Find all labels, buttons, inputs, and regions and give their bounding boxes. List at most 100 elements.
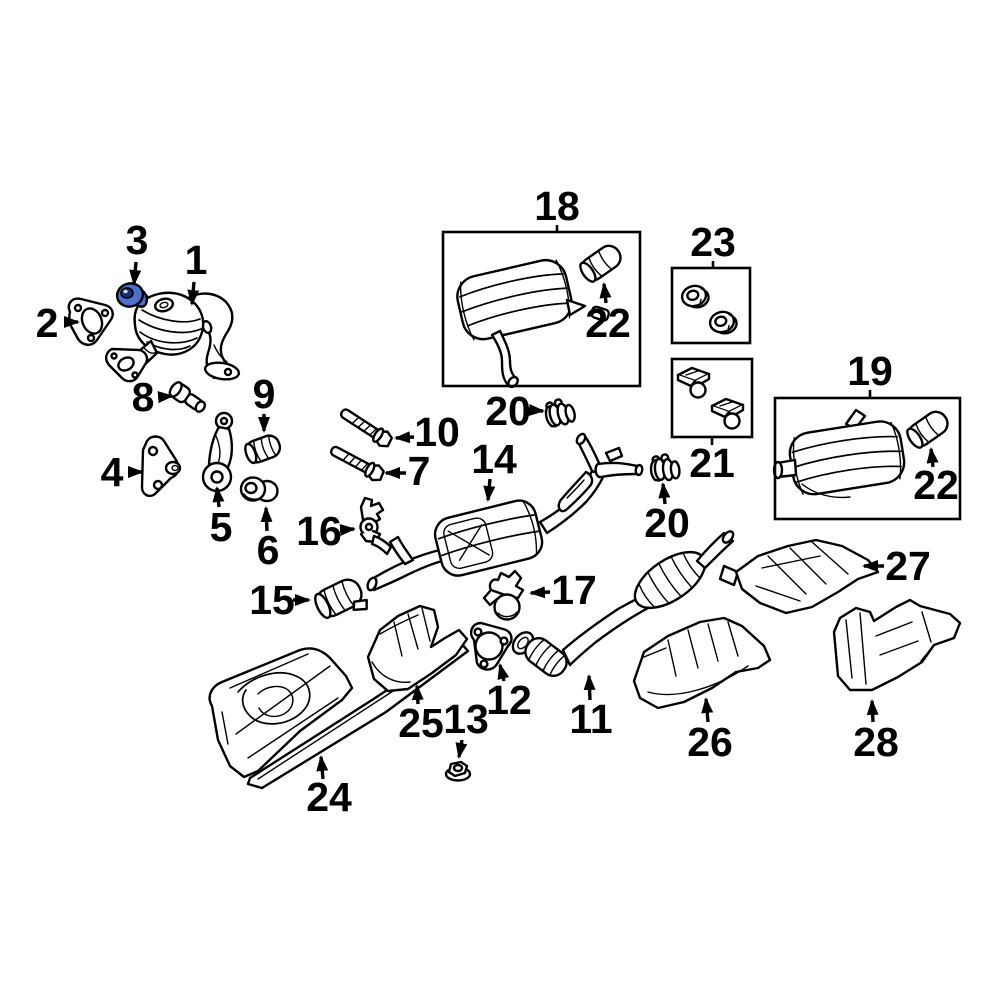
callout-4: 4 — [101, 449, 144, 495]
group-box-frame — [441, 230, 642, 388]
callout-number-22[interactable]: 22 — [913, 462, 959, 508]
part-22-tip-a-drawing — [576, 240, 626, 286]
callout-10: 10 — [394, 409, 460, 455]
callout-number-20[interactable]: 20 — [644, 500, 690, 546]
callout-12: 12 — [486, 663, 532, 723]
callout-2: 2 — [36, 300, 80, 346]
callout-1: 1 — [185, 237, 208, 306]
box-18-muffler-drawing — [456, 258, 611, 389]
callout-arrow — [483, 478, 496, 502]
callout-arrow — [926, 447, 939, 468]
callout-number-22[interactable]: 22 — [585, 300, 631, 346]
callout-number-5[interactable]: 5 — [210, 504, 233, 550]
callout-number-20[interactable]: 20 — [485, 388, 531, 434]
callout-number-17[interactable]: 17 — [551, 567, 597, 613]
callout-20: 20 — [644, 482, 690, 546]
callout-28: 28 — [853, 699, 899, 765]
callout-number-19[interactable]: 19 — [847, 348, 893, 394]
callout-arrow — [583, 674, 596, 701]
callout-arrow — [339, 524, 356, 536]
callout-number-6[interactable]: 6 — [257, 527, 280, 573]
callout-7: 7 — [384, 448, 431, 494]
callout-number-25[interactable]: 25 — [398, 700, 444, 746]
part-23-nuts-drawing — [678, 281, 740, 338]
callout-number-27[interactable]: 27 — [885, 543, 931, 589]
callout-number-1[interactable]: 1 — [185, 237, 208, 283]
callout-arrow — [528, 404, 545, 416]
part-26-heat-shield-drawing — [632, 616, 772, 710]
part-11-front-pipe-drawing — [511, 530, 735, 678]
callout-number-8[interactable]: 8 — [132, 374, 155, 420]
callout-arrow — [316, 755, 329, 780]
callout-arrow — [455, 739, 468, 759]
part-28-heat-shield-drawing — [832, 598, 962, 692]
callout-number-15[interactable]: 15 — [249, 577, 295, 623]
callout-number-2[interactable]: 2 — [36, 300, 59, 346]
callout-arrow — [394, 431, 415, 444]
callout-number-13[interactable]: 13 — [443, 696, 489, 742]
callout-8: 8 — [132, 374, 174, 420]
part-3-highlighted-grommet-drawing[interactable] — [114, 281, 149, 310]
callout-number-16[interactable]: 16 — [296, 508, 342, 554]
callout-5: 5 — [210, 486, 233, 550]
callout-number-3[interactable]: 3 — [126, 217, 149, 263]
group-box-23: 23 — [670, 219, 752, 345]
callout-17: 17 — [529, 567, 597, 613]
group-box-frame — [773, 396, 962, 521]
part-5-hanger-arm-drawing — [201, 411, 234, 493]
group-box-18: 18 — [441, 183, 642, 388]
part-20-clamp-b-drawing — [648, 451, 682, 483]
part-22-tip-b-drawing — [903, 406, 953, 452]
callout-20: 20 — [485, 388, 545, 434]
callout-number-26[interactable]: 26 — [687, 719, 733, 765]
callout-arrow — [212, 486, 225, 508]
callout-arrow — [157, 391, 174, 404]
callout-number-23[interactable]: 23 — [690, 219, 736, 265]
callout-11: 11 — [569, 674, 613, 742]
callout-number-9[interactable]: 9 — [253, 371, 276, 417]
group-box-21: 21 — [670, 357, 754, 486]
callout-arrow — [701, 697, 714, 723]
callout-number-24[interactable]: 24 — [306, 774, 352, 820]
group-box-19: 19 — [773, 348, 962, 521]
callout-number-14[interactable]: 14 — [471, 436, 517, 482]
callout-13: 13 — [443, 696, 489, 759]
group-box-frame — [670, 266, 752, 345]
group-boxes: 18 19 23 21 — [441, 183, 962, 521]
part-25-heat-shield-drawing — [366, 604, 469, 693]
callout-number-7[interactable]: 7 — [408, 448, 431, 494]
callout-number-11[interactable]: 11 — [569, 696, 612, 742]
callout-number-12[interactable]: 12 — [486, 677, 532, 723]
part-1-catalytic-converter-drawing — [104, 291, 241, 383]
callout-number-18[interactable]: 18 — [534, 183, 580, 229]
part-9-damper-drawing — [244, 434, 282, 465]
part-13-nut-drawing — [444, 760, 472, 782]
callout-22: 22 — [585, 282, 631, 346]
part-8-stud-bolt-drawing — [168, 381, 207, 413]
part-16-clip-drawing — [359, 496, 385, 544]
part-21-clamps-drawing — [676, 366, 745, 430]
box-19-muffler-drawing — [772, 408, 906, 499]
callout-arrow — [529, 586, 551, 599]
callout-number-4[interactable]: 4 — [101, 449, 124, 495]
callout-arrow — [866, 699, 879, 723]
callout-arrow — [599, 282, 612, 304]
callout-number-21[interactable]: 21 — [689, 440, 735, 486]
part-10-bolt-drawing — [336, 403, 396, 451]
callout-number-10[interactable]: 10 — [414, 409, 460, 455]
callout-26: 26 — [687, 697, 733, 765]
callout-number-28[interactable]: 28 — [853, 719, 899, 765]
callout-3: 3 — [126, 217, 149, 286]
callout-24: 24 — [306, 755, 352, 820]
callout-arrow — [129, 261, 142, 286]
callout-9: 9 — [253, 371, 276, 433]
callout-arrow — [497, 663, 510, 682]
part-14-center-muffler-drawing — [366, 432, 644, 592]
callout-6: 6 — [257, 506, 280, 573]
part-6-grommet-drawing — [239, 476, 279, 503]
callout-27: 27 — [862, 543, 931, 589]
callout-14: 14 — [471, 436, 517, 502]
callout-arrow — [187, 281, 200, 306]
